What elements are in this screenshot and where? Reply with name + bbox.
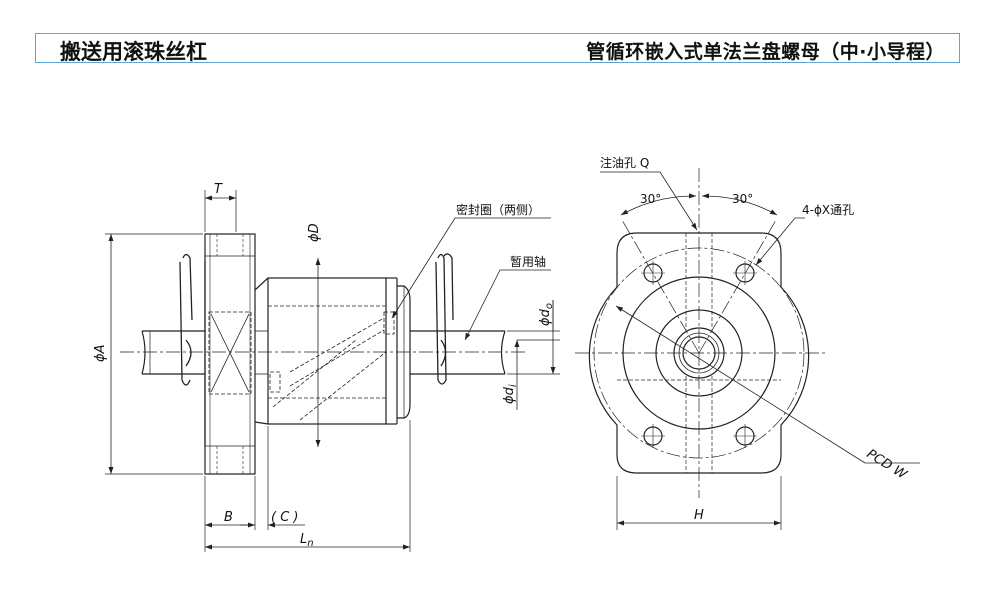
header-left-title: 搬送用滚珠丝杠 — [60, 40, 207, 64]
nut-body — [254, 277, 411, 425]
oil-hole-leader — [600, 171, 698, 231]
seal-leader — [391, 217, 551, 319]
front-view — [575, 168, 920, 530]
label-seal: 密封圈（两侧） — [456, 202, 540, 217]
shaft-left — [141, 330, 205, 375]
left-seal-clip — [179, 253, 193, 386]
dim-di: ϕdi — [502, 384, 519, 404]
header-bar: 搬送用滚珠丝杠 管循环嵌入式单法兰盘螺母（中·小导程） — [35, 33, 960, 64]
temp-shaft — [410, 330, 506, 375]
dim-H: H — [694, 508, 704, 523]
right-seal-clip — [435, 253, 454, 385]
label-angle-left: 30° — [640, 192, 661, 206]
dim-B: B — [224, 510, 233, 525]
header-right-title: 管循环嵌入式单法兰盘螺母（中·小导程） — [586, 41, 945, 63]
label-pcd: PCD W — [864, 447, 910, 484]
through-hole-leader — [755, 217, 805, 266]
flange — [204, 233, 256, 475]
label-angle-right: 30° — [732, 192, 753, 206]
dim-C: ( C ) — [271, 510, 299, 525]
dim-T: T — [214, 182, 223, 197]
label-through-hole: 4-ϕX通孔 — [802, 203, 854, 217]
flange-outline — [588, 232, 810, 474]
temp-shaft-leader — [464, 269, 551, 341]
dim-A: ϕA — [93, 345, 108, 362]
pcd-leader — [615, 305, 866, 464]
dim-D: ϕD — [307, 223, 322, 242]
dim-do: ϕdo — [538, 303, 555, 326]
dim-Ln: Ln — [300, 532, 314, 549]
label-temp-shaft: 暂用轴 — [510, 254, 546, 269]
label-oil-hole: 注油孔 Q — [600, 155, 649, 170]
side-view — [105, 190, 560, 552]
